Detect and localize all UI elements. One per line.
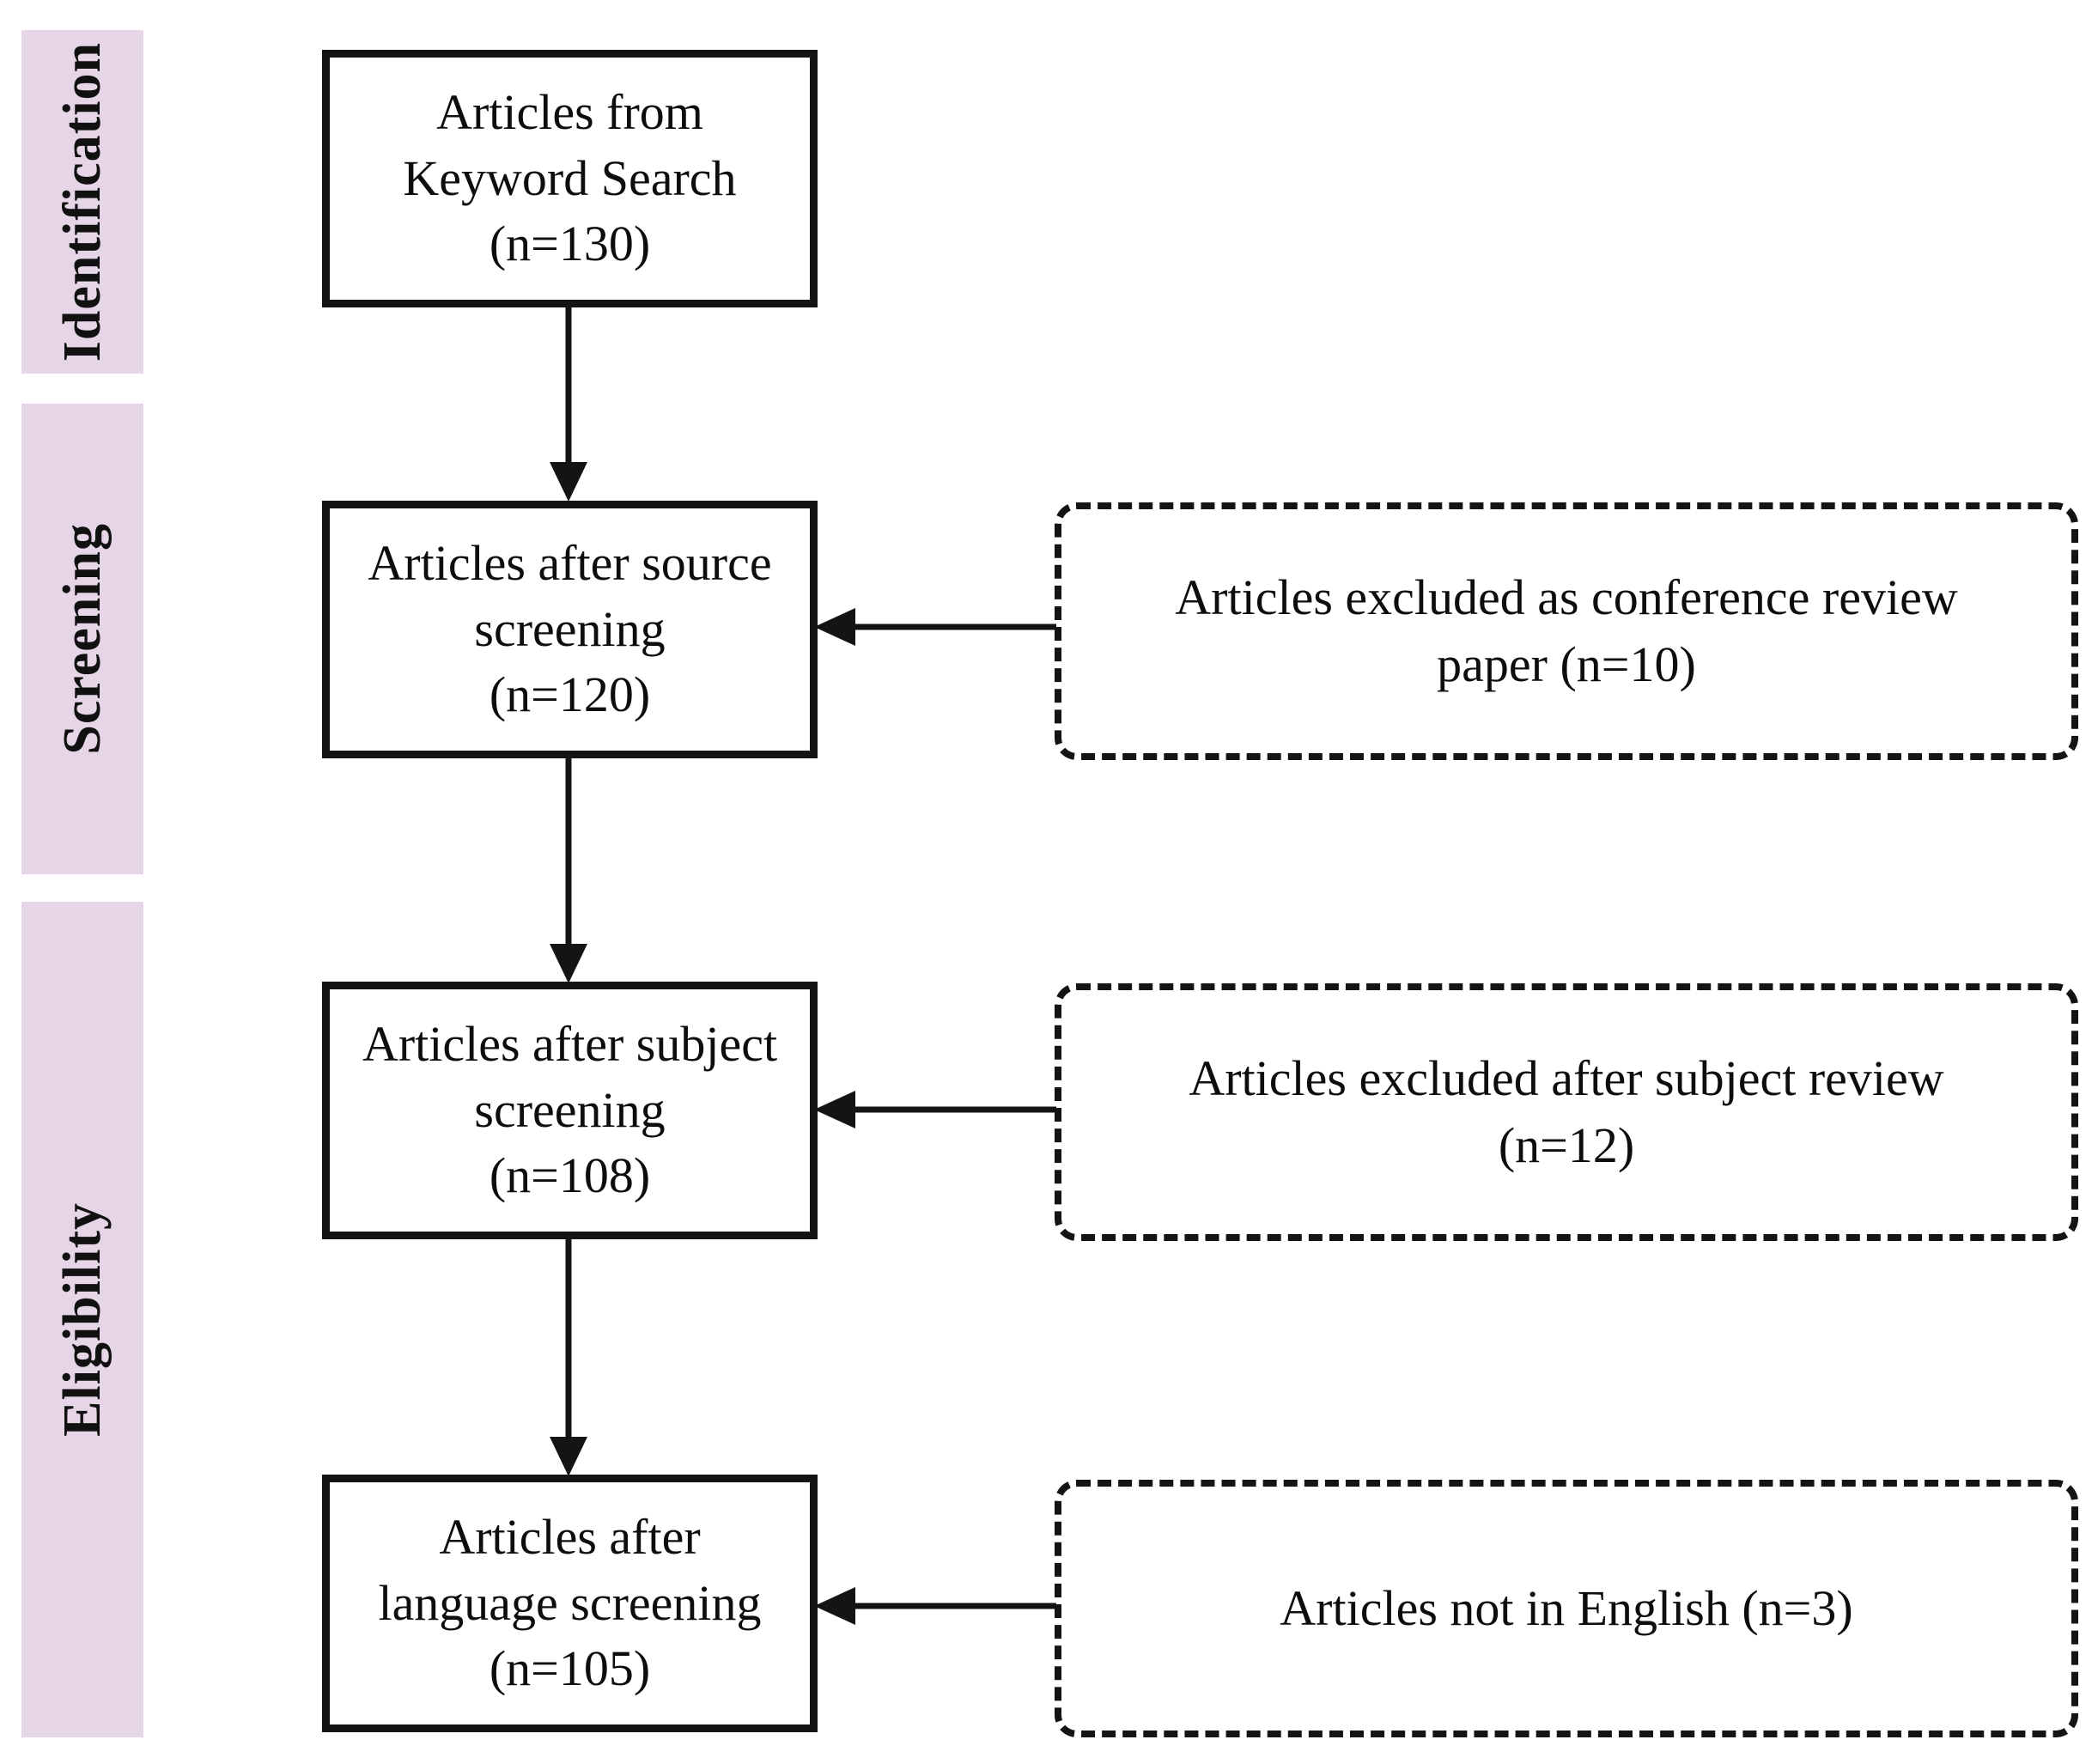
stage-band-identification: Identification <box>21 30 143 374</box>
exclusion-box-not-english-label: Articles not in English (n=3) <box>1280 1580 1853 1637</box>
connector-conference-review-to-source <box>807 601 1065 653</box>
flow-box-source-screening: Articles after source screening (n=120) <box>322 501 818 758</box>
exclusion-box-conference-review-label: Articles excluded as conference review p… <box>1175 569 1958 692</box>
stage-band-screening-label: Screening <box>53 523 112 755</box>
connector-keyword-to-source <box>541 302 596 505</box>
stage-band-identification-label: Identification <box>53 41 112 362</box>
connector-subject-review-to-subject <box>807 1084 1065 1135</box>
flow-box-keyword-search-label: Articles from Keyword Search (n=130) <box>403 84 737 272</box>
flow-box-subject-screening-label: Articles after subject screening (n=108) <box>362 1016 778 1204</box>
exclusion-box-conference-review: Articles excluded as conference review p… <box>1055 502 2078 760</box>
flow-box-source-screening-label: Articles after source screening (n=120) <box>368 535 772 723</box>
exclusion-box-subject-review: Articles excluded after subject review (… <box>1055 983 2078 1241</box>
connector-not-english-to-language <box>807 1580 1065 1632</box>
flow-box-subject-screening: Articles after subject screening (n=108) <box>322 982 818 1239</box>
connector-source-to-subject <box>541 753 596 987</box>
exclusion-box-subject-review-label: Articles excluded after subject review (… <box>1189 1050 1944 1173</box>
connector-subject-to-language <box>541 1234 596 1480</box>
flow-box-keyword-search: Articles from Keyword Search (n=130) <box>322 50 818 307</box>
flow-box-language-screening-label: Articles after language screening (n=105… <box>378 1509 762 1697</box>
stage-band-eligibility-label: Eligibility <box>53 1202 112 1437</box>
exclusion-box-not-english: Articles not in English (n=3) <box>1055 1480 2078 1737</box>
stage-band-eligibility: Eligibility <box>21 902 143 1737</box>
stage-band-screening: Screening <box>21 404 143 874</box>
flow-box-language-screening: Articles after language screening (n=105… <box>322 1475 818 1732</box>
